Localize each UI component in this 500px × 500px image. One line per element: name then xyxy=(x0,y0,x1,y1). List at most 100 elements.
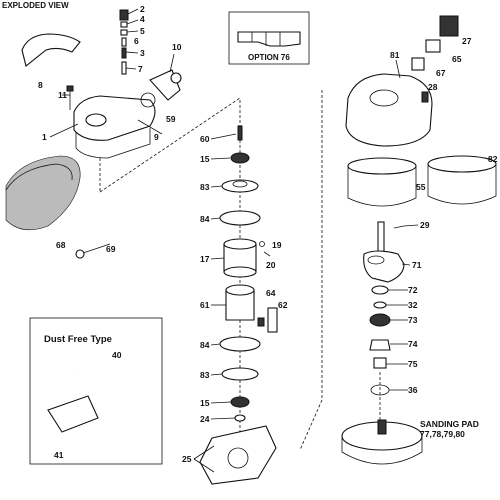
callout-83-top: 83 xyxy=(200,182,210,192)
oring-part-59 xyxy=(140,92,156,108)
callout-15-bottom: 15 xyxy=(200,398,210,408)
callout-65: 65 xyxy=(452,54,462,64)
bearing-part-15b xyxy=(230,396,250,408)
part-24 xyxy=(234,414,246,422)
ring-part-82-top xyxy=(427,155,497,173)
callout-69: 69 xyxy=(106,244,116,254)
callout-4: 4 xyxy=(140,14,145,24)
callout-20: 20 xyxy=(266,260,276,270)
dust-free-title: Dust Free Type xyxy=(44,334,112,345)
option-76-label: OPTION 76 xyxy=(248,53,290,62)
screw-part-2 xyxy=(119,9,129,21)
callout-60: 60 xyxy=(200,134,210,144)
part-75 xyxy=(373,357,387,369)
disk-part-84 xyxy=(219,210,261,226)
callout-8: 8 xyxy=(38,80,43,90)
washer-part-32 xyxy=(373,301,387,309)
wrench-part-69 xyxy=(79,243,111,255)
callout-72: 72 xyxy=(408,285,418,295)
ring-part-82 xyxy=(427,164,497,205)
pin-part-64 xyxy=(257,317,265,327)
sanding-pad-numbers: 77,78,79,80 xyxy=(420,429,465,439)
callout-labels: 2 4 5 6 3 7 10 8 11 59 9 1 68 69 60 15 8… xyxy=(38,4,498,464)
leader-lines xyxy=(49,8,419,473)
adapter-label: 41 xyxy=(54,450,64,460)
ring-part-55-top xyxy=(347,157,417,175)
callout-59: 59 xyxy=(166,114,176,124)
vane-part-62 xyxy=(267,307,278,333)
nut-part-74 xyxy=(369,339,391,351)
callout-25: 25 xyxy=(182,454,192,464)
hose-label: 40 xyxy=(112,350,122,360)
callout-19: 19 xyxy=(272,240,282,250)
muffler-part-27 xyxy=(439,15,459,37)
pin-part-9 xyxy=(137,119,163,135)
bearing-part-15 xyxy=(230,152,250,164)
part-3 xyxy=(121,47,127,59)
callout-2: 2 xyxy=(140,4,145,14)
callout-83-bottom: 83 xyxy=(200,370,210,380)
callout-5: 5 xyxy=(140,26,145,36)
callout-17: 17 xyxy=(200,254,210,264)
callout-67: 67 xyxy=(436,68,446,78)
callout-64: 64 xyxy=(266,288,276,298)
housing-part-81 xyxy=(345,73,433,147)
callout-15-top: 15 xyxy=(200,154,210,164)
sanding-pad-title: SANDING PAD xyxy=(420,419,479,429)
screw-part-60 xyxy=(237,125,243,141)
part-5 xyxy=(120,29,128,36)
bearing-part-73 xyxy=(369,313,391,327)
callout-10: 10 xyxy=(172,42,182,52)
callout-75: 75 xyxy=(408,359,418,369)
callout-71: 71 xyxy=(412,260,422,270)
spindle-part-71 xyxy=(363,250,405,283)
key-part-29 xyxy=(393,225,405,229)
lever-part-8 xyxy=(21,33,81,67)
part-4 xyxy=(120,21,128,28)
spindle-shaft xyxy=(377,221,385,253)
callout-82: 82 xyxy=(488,154,498,164)
cover-part-68 xyxy=(5,155,81,231)
part-83b xyxy=(221,367,259,381)
gasket-part-25 xyxy=(199,425,277,485)
part-6 xyxy=(121,37,127,47)
diagram-header: EXPLODED VIEW xyxy=(2,1,69,10)
callout-55: 55 xyxy=(416,182,426,192)
part-67 xyxy=(411,57,425,71)
callout-61: 61 xyxy=(200,300,210,310)
ring-part-55 xyxy=(347,166,417,207)
dust-free-box: Dust Free Type 40 41 xyxy=(29,317,163,465)
callout-36: 36 xyxy=(408,385,418,395)
callout-28: 28 xyxy=(428,82,438,92)
option-76-nozzle xyxy=(237,31,301,47)
option-76-frame xyxy=(228,11,310,65)
callout-73: 73 xyxy=(408,315,418,325)
callout-6: 6 xyxy=(134,36,139,46)
housing-assembly xyxy=(21,9,241,193)
sanding-pad: SANDING PAD 77,78,79,80 xyxy=(341,419,479,465)
callout-32: 32 xyxy=(408,300,418,310)
callout-68: 68 xyxy=(56,240,66,250)
right-upper-assembly xyxy=(345,15,459,147)
callout-7: 7 xyxy=(138,64,143,74)
callout-84-top: 84 xyxy=(200,214,210,224)
disk-part-84b xyxy=(219,336,261,352)
callout-24: 24 xyxy=(200,414,210,424)
option-76-box: OPTION 76 xyxy=(228,11,310,65)
callout-74: 74 xyxy=(408,339,418,349)
callout-62: 62 xyxy=(278,300,288,310)
center-stack xyxy=(199,100,278,485)
spindle-assembly xyxy=(363,221,405,420)
part-65 xyxy=(425,39,441,53)
callout-9: 9 xyxy=(154,132,159,142)
part-19 xyxy=(259,241,265,247)
callout-27: 27 xyxy=(462,36,472,46)
callout-29: 29 xyxy=(420,220,430,230)
part-72 xyxy=(371,285,389,295)
callout-3: 3 xyxy=(140,48,145,58)
adapter-part-41 xyxy=(47,395,99,433)
callout-1: 1 xyxy=(42,132,47,142)
part-7 xyxy=(121,61,127,75)
screw-part-28 xyxy=(421,91,429,103)
